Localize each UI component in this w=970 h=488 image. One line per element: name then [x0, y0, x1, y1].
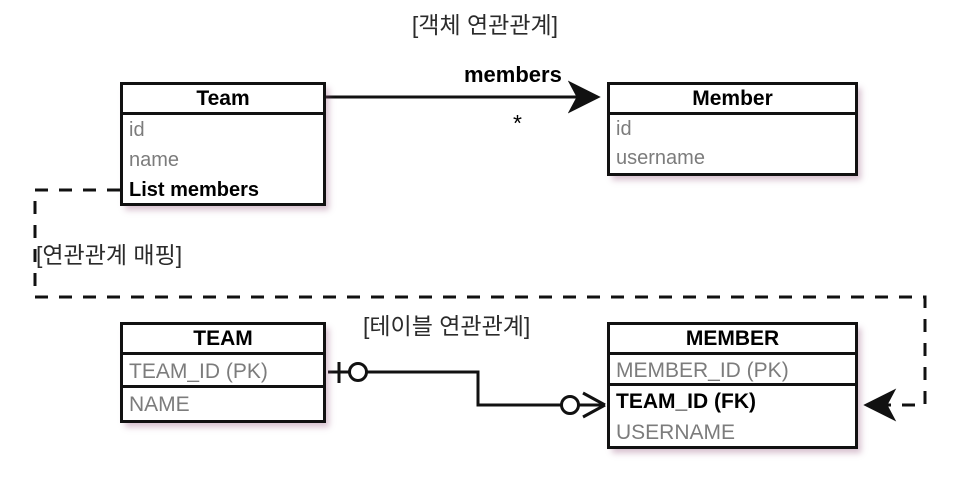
association-role-label: members [464, 62, 562, 87]
mapping-section-label: [연관관계 매핑] [36, 242, 183, 268]
db-column-member-team-id-fk: TEAM_ID (FK) [616, 390, 756, 413]
entity-field-team-name: name [129, 149, 180, 171]
table-section-title: [테이블 연관관계] [363, 313, 531, 339]
object-section-title: [객체 연관관계] [411, 12, 559, 38]
entity-box-member: Member id username [607, 82, 858, 176]
db-table-member: MEMBER MEMBER_ID (PK) TEAM_ID (FK) USERN… [607, 322, 858, 449]
entity-box-team: Team id name List members [120, 82, 326, 206]
db-table-team: TEAM TEAM_ID (PK) NAME [120, 322, 326, 423]
db-column-team-name: NAME [129, 393, 190, 416]
entity-field-team-id: id [129, 119, 145, 141]
association-multiplicity-label: * [513, 110, 522, 136]
db-column-member-id: MEMBER_ID (PK) [610, 355, 855, 386]
db-column-member-username: USERNAME [616, 421, 736, 444]
entity-field-member-username: username [616, 147, 705, 169]
entity-field-member-id: id [616, 118, 632, 140]
fk-relationship-connector [328, 362, 606, 419]
entity-field-team-members: List members [129, 179, 260, 201]
entity-header-member: Member [610, 85, 855, 115]
db-table-header-team: TEAM [123, 325, 323, 355]
db-table-header-member: MEMBER [610, 325, 855, 355]
db-column-team-id: TEAM_ID (PK) [123, 355, 323, 388]
entity-header-team: Team [123, 85, 323, 115]
db-column-group-member-rest: TEAM_ID (FK) USERNAME [610, 386, 855, 448]
